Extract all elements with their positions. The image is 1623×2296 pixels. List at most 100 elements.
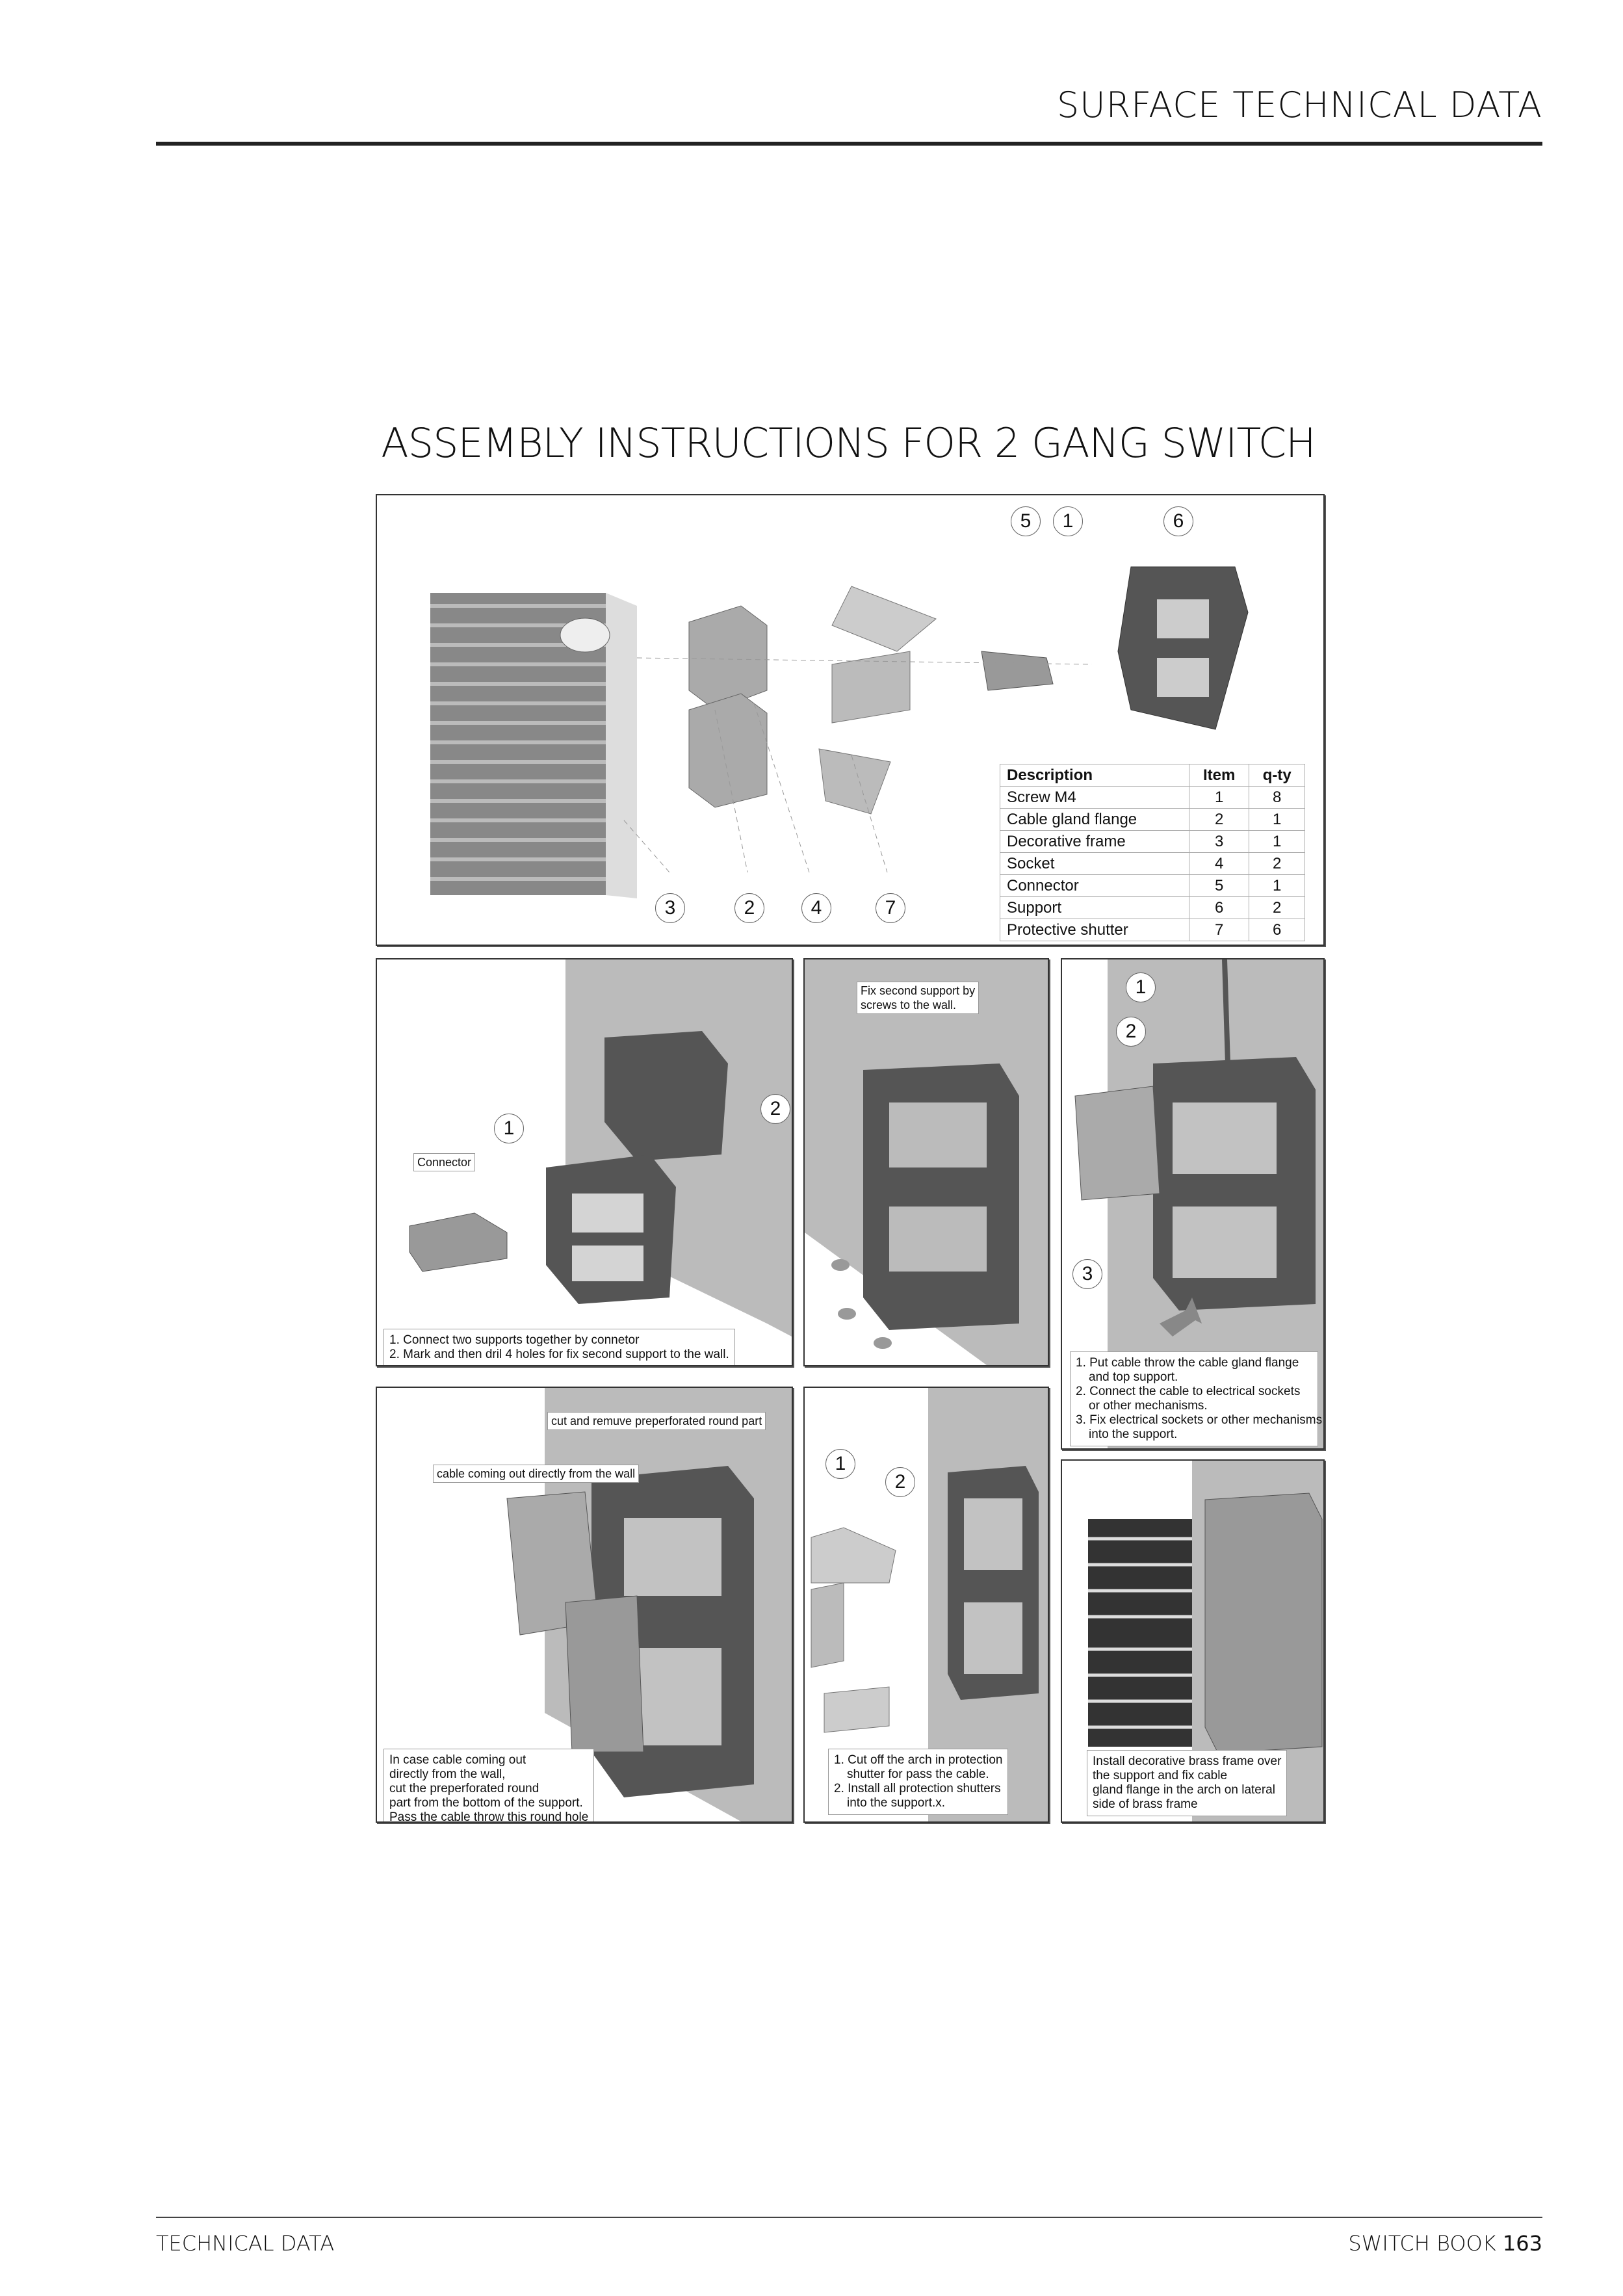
cell: 1 <box>1188 786 1250 809</box>
cell: 2 <box>1249 852 1305 875</box>
instruction-line: 1. Connect two supports together by conn… <box>389 1333 640 1347</box>
instruction-line: 2. Mark and then dril 4 holes for fix se… <box>389 1348 729 1361</box>
cell: Support <box>1000 896 1189 919</box>
cell: 6 <box>1249 919 1305 941</box>
column-header: Item <box>1188 764 1250 787</box>
instruction-line: into the support.x. <box>847 1796 946 1810</box>
cell: Screw M4 <box>1000 786 1189 809</box>
instruction-line: part from the bottom of the support. <box>389 1796 583 1810</box>
cell: 7 <box>1188 919 1250 941</box>
instruction-line: or other mechanisms. <box>1089 1399 1208 1413</box>
callout-1: 1 <box>1053 506 1083 536</box>
cell: Decorative frame <box>1000 830 1189 853</box>
instruction-line: 1. Put cable throw the cable gland flang… <box>1076 1356 1299 1370</box>
footer-page: SWITCH BOOK 163 <box>1348 2231 1542 2256</box>
step-2-panel: Fix second support by screws to the wall… <box>803 958 1049 1366</box>
label-line: screws to the wall. <box>861 998 957 1011</box>
cable-wall-label: cable coming out directly from the wall <box>433 1465 640 1483</box>
cell: 1 <box>1249 830 1305 853</box>
callout-3: 3 <box>655 893 685 923</box>
column-header: q-ty <box>1249 764 1305 787</box>
step-5-illustration <box>811 1388 1048 1821</box>
instruction-line: and top support. <box>1089 1370 1178 1384</box>
cell: 4 <box>1188 852 1250 875</box>
instruction-line: cut the preperforated round <box>389 1782 539 1795</box>
instruction-line: into the support. <box>1089 1428 1178 1441</box>
step-4-instructions: In case cable coming out directly from t… <box>383 1749 595 1823</box>
cell: 1 <box>1249 874 1305 897</box>
callout-6: 6 <box>1163 506 1193 536</box>
instruction-line: side of brass frame <box>1093 1797 1198 1811</box>
column-header: Description <box>1000 764 1189 787</box>
step-1-illustration <box>409 959 792 1337</box>
exploded-view-illustration <box>430 566 1249 898</box>
callout-2: 2 <box>760 1094 790 1124</box>
cell: 2 <box>1188 808 1250 831</box>
cell: Connector <box>1000 874 1189 897</box>
instruction-line: In case cable coming out <box>389 1753 526 1767</box>
cell: 1 <box>1249 808 1305 831</box>
step-2-label: Fix second support by screws to the wall… <box>857 982 980 1014</box>
step-6-panel: Install decorative brass frame over the … <box>1061 1459 1325 1823</box>
step-6-illustration <box>1088 1461 1323 1821</box>
cell: 5 <box>1188 874 1250 897</box>
step-4-panel: cut and remuve preperforated round part … <box>376 1387 793 1823</box>
instruction-line: the support and fix cable <box>1093 1769 1228 1782</box>
step-2-illustration <box>805 959 1048 1365</box>
step-3-instructions: 1. Put cable throw the cable gland flang… <box>1070 1351 1322 1446</box>
instruction-line: 2. Install all protection shutters <box>834 1782 1001 1795</box>
callout-2: 2 <box>1116 1017 1146 1047</box>
section-title: SURFACE TECHNICAL DATA <box>1056 85 1542 125</box>
callout-4: 4 <box>801 893 831 923</box>
connector-label: Connector <box>413 1153 476 1171</box>
step-6-instructions: Install decorative brass frame over the … <box>1087 1750 1288 1816</box>
step-3-panel: 1 2 3 1. Put cable throw the cable gland… <box>1061 958 1325 1450</box>
page-number: 163 <box>1502 2231 1542 2256</box>
instruction-line: Install decorative brass frame over <box>1093 1755 1282 1768</box>
instruction-line: directly from the wall, <box>389 1768 506 1781</box>
callout-1: 1 <box>1126 972 1156 1002</box>
callout-2: 2 <box>734 893 764 923</box>
instruction-line: 1. Cut off the arch in protection <box>834 1753 1003 1767</box>
step-1-panel: 1 2 Connector 1. Connect two supports to… <box>376 958 793 1366</box>
header-rule <box>156 142 1542 146</box>
instruction-line: 2. Connect the cable to electrical socke… <box>1076 1385 1301 1398</box>
callout-2: 2 <box>885 1467 915 1497</box>
instruction-line: gland flange in the arch on lateral <box>1093 1783 1275 1797</box>
exploded-view-panel: 5 1 6 3 2 4 7 Description Item q-ty Scre… <box>376 494 1325 946</box>
step-4-illustration <box>506 1388 792 1821</box>
callout-1: 1 <box>825 1449 855 1479</box>
table-header-row: Description Item q-ty <box>1000 764 1305 787</box>
callout-1: 1 <box>494 1114 524 1143</box>
cell: 8 <box>1249 786 1305 809</box>
callout-3: 3 <box>1072 1259 1102 1289</box>
cut-part-label: cut and remuve preperforated round part <box>547 1412 766 1430</box>
callout-5: 5 <box>1011 506 1041 536</box>
footer-section: TECHNICAL DATA <box>156 2231 335 2256</box>
step-5-instructions: 1. Cut off the arch in protection shutte… <box>828 1749 1009 1815</box>
label-line: Fix second support by <box>861 984 976 997</box>
step-3-illustration <box>1074 959 1323 1448</box>
callout-7: 7 <box>876 893 905 923</box>
instruction-line: Pass the cable throw this round hole <box>389 1810 589 1823</box>
cell: 6 <box>1188 896 1250 919</box>
book-name: SWITCH BOOK <box>1348 2231 1496 2256</box>
footer-rule <box>156 2217 1542 2218</box>
cell: Cable gland flange <box>1000 808 1189 831</box>
cell: 2 <box>1249 896 1305 919</box>
step-1-instructions: 1. Connect two supports together by conn… <box>383 1329 735 1365</box>
cell: Protective shutter <box>1000 919 1189 941</box>
instruction-line: shutter for pass the cable. <box>847 1768 989 1781</box>
cell: 3 <box>1188 830 1250 853</box>
page-title: ASSEMBLY INSTRUCTIONS FOR 2 GANG SWITCH <box>381 419 1316 467</box>
cell: Socket <box>1000 852 1189 875</box>
